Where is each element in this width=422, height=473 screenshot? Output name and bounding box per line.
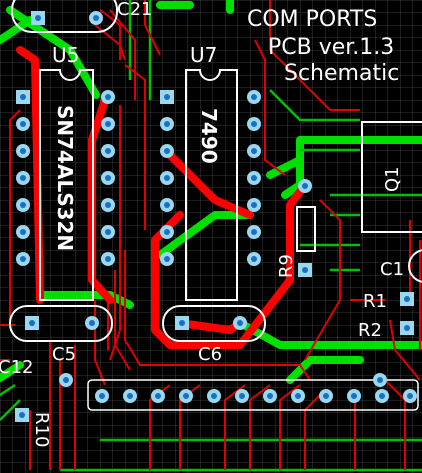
r9-label: R9 xyxy=(276,254,297,278)
u7-pin-hole xyxy=(164,175,170,181)
header-pin-hole xyxy=(351,393,357,399)
header-pin-hole xyxy=(183,393,189,399)
r9-body[interactable] xyxy=(296,206,316,252)
header-pin-hole xyxy=(127,393,133,399)
q1-label: Q1 xyxy=(382,166,403,192)
q1-outline[interactable] xyxy=(361,121,422,233)
u7-pin-hole xyxy=(164,94,170,100)
u7-pin-hole xyxy=(251,229,257,235)
u7-pin-hole xyxy=(251,94,257,100)
c21-pad-hole xyxy=(93,15,99,21)
r1-label: R1 xyxy=(363,291,387,312)
r1-pad-hole xyxy=(404,296,410,302)
header-pin-hole xyxy=(323,393,329,399)
u5-pin-hole xyxy=(20,229,26,235)
u5-pin-hole xyxy=(20,202,26,208)
c12-label: C12 xyxy=(0,357,33,378)
u5-pin-hole xyxy=(20,175,26,181)
u5-pin-hole xyxy=(105,121,111,127)
c1-body[interactable] xyxy=(408,249,422,283)
u5-pin-hole xyxy=(105,94,111,100)
r2-label: R2 xyxy=(358,320,382,341)
r2-pad-hole xyxy=(404,325,410,331)
header-pin-hole xyxy=(295,393,301,399)
u7-pin-hole xyxy=(164,229,170,235)
c21-pad-hole xyxy=(35,15,41,21)
via-hole xyxy=(377,377,383,383)
title-line-2: PCB ver.1.3 xyxy=(268,35,394,60)
u5-pin-hole xyxy=(105,175,111,181)
c5-body[interactable] xyxy=(9,305,113,342)
via-hole xyxy=(63,377,69,383)
c6-label: C6 xyxy=(198,344,222,365)
header-pin-hole xyxy=(211,393,217,399)
r9-pad-hole xyxy=(302,183,308,189)
u5-pin-hole xyxy=(20,94,26,100)
title-line-3: Schematic xyxy=(284,61,399,86)
title-block: COM PORTS PCB ver.1.3 Schematic xyxy=(247,7,399,86)
bottom-header-outline[interactable] xyxy=(87,379,419,411)
u7-pin-hole xyxy=(251,121,257,127)
u5-pin-hole xyxy=(105,148,111,154)
c6-body[interactable] xyxy=(162,305,266,342)
u7-pin-hole xyxy=(251,202,257,208)
u7-pin-hole xyxy=(164,148,170,154)
u7-pin-hole xyxy=(251,175,257,181)
c1-label: C1 xyxy=(380,259,404,280)
u7-pin-hole xyxy=(251,256,257,262)
header-pin-hole xyxy=(379,393,385,399)
c5-pad-hole xyxy=(89,320,95,326)
r10-pad-hole xyxy=(19,412,25,418)
u7-pin-hole xyxy=(164,256,170,262)
u7-part-label: 7490 xyxy=(197,108,221,164)
u5-part-label: SN74ALS32N xyxy=(53,105,77,251)
u5-pin-hole xyxy=(20,148,26,154)
header-pin-hole xyxy=(239,393,245,399)
c21-body[interactable] xyxy=(11,0,118,33)
header-pin-hole xyxy=(407,393,413,399)
u7-chip[interactable] xyxy=(185,69,238,301)
u5-pin-hole xyxy=(105,229,111,235)
header-pin-hole xyxy=(99,393,105,399)
header-pin-hole xyxy=(155,393,161,399)
r10-label: R10 xyxy=(31,412,52,447)
c5-pad-hole xyxy=(29,320,35,326)
component-pads xyxy=(15,11,417,422)
c5-label: C5 xyxy=(52,344,76,365)
r9-pad-hole xyxy=(302,267,308,273)
u5-pin-hole xyxy=(20,256,26,262)
c6-pad-hole xyxy=(237,320,243,326)
u7-label: U7 xyxy=(190,43,217,67)
c6-pad-hole xyxy=(179,320,185,326)
u5-chip[interactable] xyxy=(39,69,94,301)
top-copper-traces xyxy=(16,46,309,349)
u7-pin-hole xyxy=(164,121,170,127)
u7-pin-hole xyxy=(251,148,257,154)
title-line-1: COM PORTS xyxy=(247,7,377,32)
u7-pin-hole xyxy=(164,202,170,208)
header-pin-hole xyxy=(267,393,273,399)
u5-pin-hole xyxy=(105,202,111,208)
u5-pin-hole xyxy=(20,121,26,127)
u5-pin-hole xyxy=(105,256,111,262)
u5-label: U5 xyxy=(52,43,79,67)
c21-label: C21 xyxy=(117,0,152,20)
